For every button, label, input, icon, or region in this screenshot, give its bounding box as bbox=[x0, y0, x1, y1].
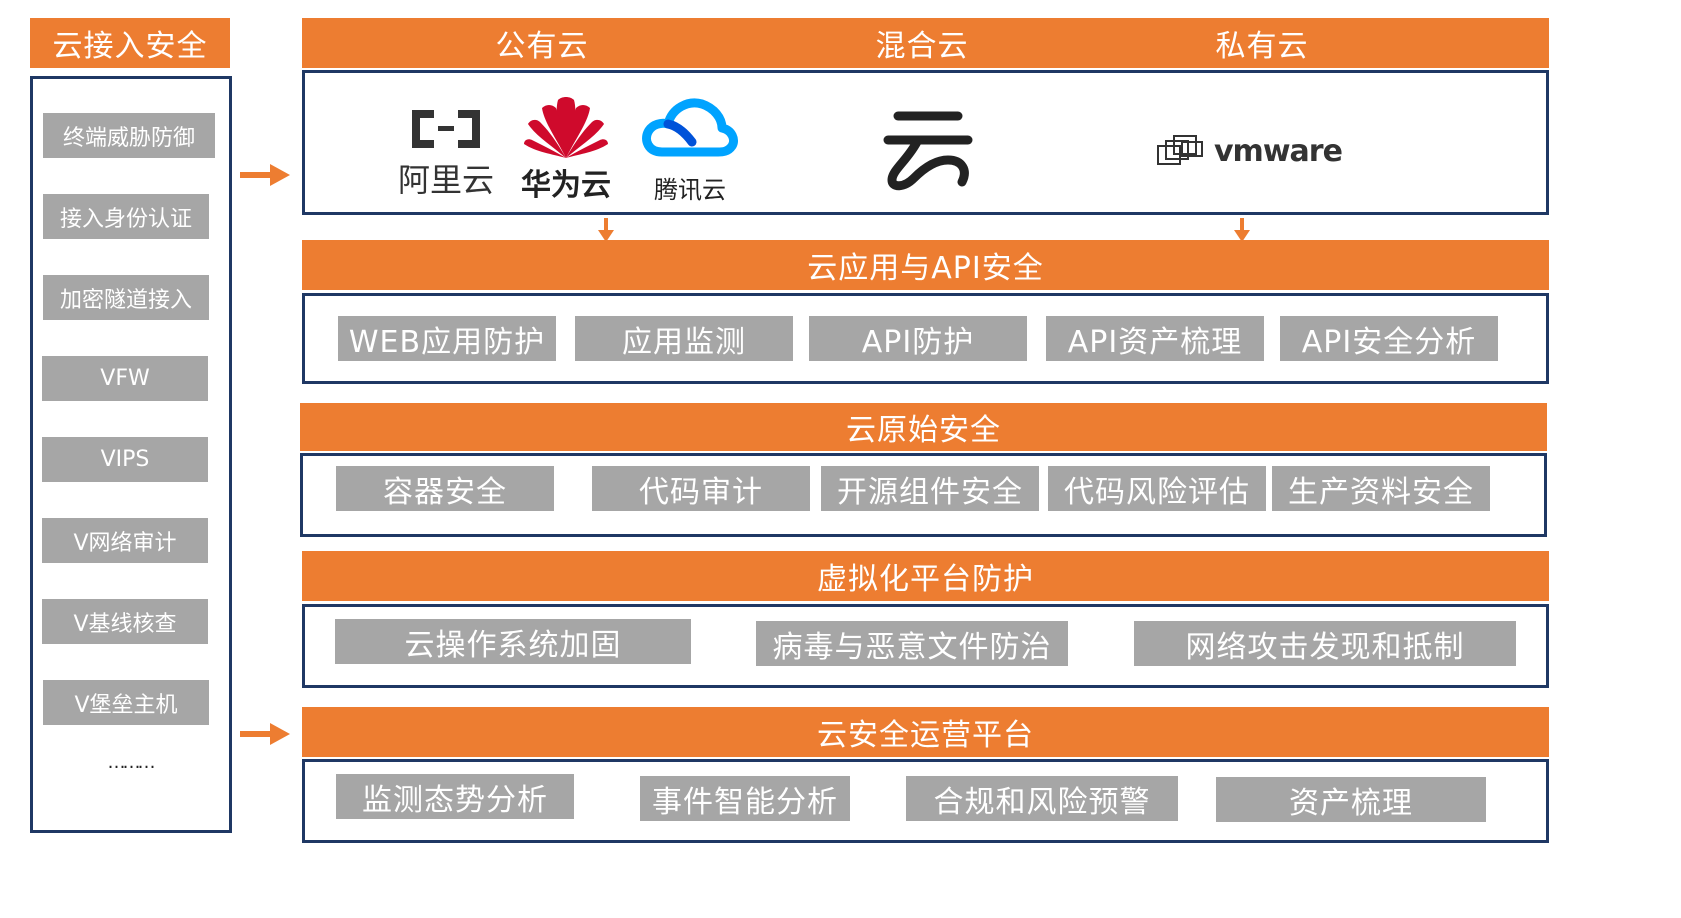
chip-web-app-protection[interactable]: WEB应用防护 bbox=[338, 316, 556, 361]
cloud-header-bar: 公有云 混合云 私有云 bbox=[302, 18, 1549, 68]
aliyun-logo-icon bbox=[412, 110, 480, 148]
side-item-endpoint-threat[interactable]: 终端威胁防御 bbox=[43, 113, 215, 158]
cloud-logos-box bbox=[302, 70, 1549, 215]
chip-compliance-risk-warning[interactable]: 合规和风险预警 bbox=[906, 776, 1178, 821]
band-cloud-native-security-title: 云原始安全 bbox=[300, 403, 1547, 451]
aliyun-logo-text: 阿里云 bbox=[397, 161, 494, 199]
tencent-cloud-logo-text: 腾讯云 bbox=[654, 176, 726, 204]
chip-event-intelligent-analysis[interactable]: 事件智能分析 bbox=[640, 776, 850, 821]
chip-asset-inventory[interactable]: 资产梳理 bbox=[1216, 777, 1486, 822]
chip-api-security-analysis[interactable]: API安全分析 bbox=[1280, 316, 1498, 361]
band-security-operations-platform-title: 云安全运营平台 bbox=[302, 707, 1549, 757]
huawei-logo-text: 华为云 bbox=[521, 168, 611, 203]
left-panel bbox=[30, 76, 232, 833]
header-public-cloud: 公有云 bbox=[495, 29, 589, 64]
side-ellipsis: ……… bbox=[107, 752, 156, 773]
header-hybrid-cloud: 混合云 bbox=[875, 29, 969, 64]
chip-open-source-component-security[interactable]: 开源组件安全 bbox=[821, 466, 1039, 511]
left-panel-title: 云接入安全 bbox=[30, 18, 230, 68]
chip-virus-malware-protection[interactable]: 病毒与恶意文件防治 bbox=[756, 621, 1068, 666]
vmware-logo-icon bbox=[1157, 135, 1203, 165]
chip-network-attack-detection[interactable]: 网络攻击发现和抵制 bbox=[1134, 621, 1516, 666]
chip-code-risk-assessment[interactable]: 代码风险评估 bbox=[1048, 466, 1266, 511]
arrow-right-icon bbox=[240, 723, 290, 745]
hybrid-cloud-logo-icon bbox=[883, 111, 973, 191]
band-virtualization-protection-box bbox=[302, 604, 1549, 688]
side-item-v-baseline-check[interactable]: V基线核查 bbox=[42, 599, 208, 644]
side-item-vfw[interactable]: VFW bbox=[42, 356, 208, 401]
band-cloud-native-security-box bbox=[300, 453, 1547, 537]
arrow-down-icon bbox=[1234, 218, 1250, 242]
chip-situation-analysis[interactable]: 监测态势分析 bbox=[336, 774, 574, 819]
band-cloud-app-api-security-box bbox=[302, 293, 1549, 384]
chip-api-asset-inventory[interactable]: API资产梳理 bbox=[1046, 316, 1264, 361]
chip-api-protection[interactable]: API防护 bbox=[809, 316, 1027, 361]
vmware-logo-text: vmware bbox=[1214, 134, 1343, 169]
chip-cloud-os-hardening[interactable]: 云操作系统加固 bbox=[335, 619, 691, 664]
side-item-v-bastion-host[interactable]: V堡垒主机 bbox=[43, 680, 209, 725]
tencent-cloud-logo-icon bbox=[642, 98, 739, 157]
chip-code-audit[interactable]: 代码审计 bbox=[592, 466, 810, 511]
band-virtualization-protection-title: 虚拟化平台防护 bbox=[302, 551, 1549, 601]
band-security-operations-platform-box bbox=[302, 759, 1549, 843]
header-private-cloud: 私有云 bbox=[1215, 29, 1309, 64]
chip-app-monitoring[interactable]: 应用监测 bbox=[575, 316, 793, 361]
side-item-v-network-audit[interactable]: V网络审计 bbox=[42, 518, 208, 563]
side-item-vips[interactable]: VIPS bbox=[42, 437, 208, 482]
band-cloud-app-api-security-title: 云应用与API安全 bbox=[302, 240, 1549, 290]
chip-production-material-security[interactable]: 生产资料安全 bbox=[1272, 466, 1490, 511]
arrow-down-icon bbox=[598, 218, 614, 242]
side-item-encrypted-tunnel[interactable]: 加密隧道接入 bbox=[43, 275, 209, 320]
chip-container-security[interactable]: 容器安全 bbox=[336, 466, 554, 511]
huawei-logo-icon bbox=[524, 97, 608, 158]
arrow-right-icon bbox=[240, 164, 290, 186]
side-item-access-auth[interactable]: 接入身份认证 bbox=[43, 194, 209, 239]
